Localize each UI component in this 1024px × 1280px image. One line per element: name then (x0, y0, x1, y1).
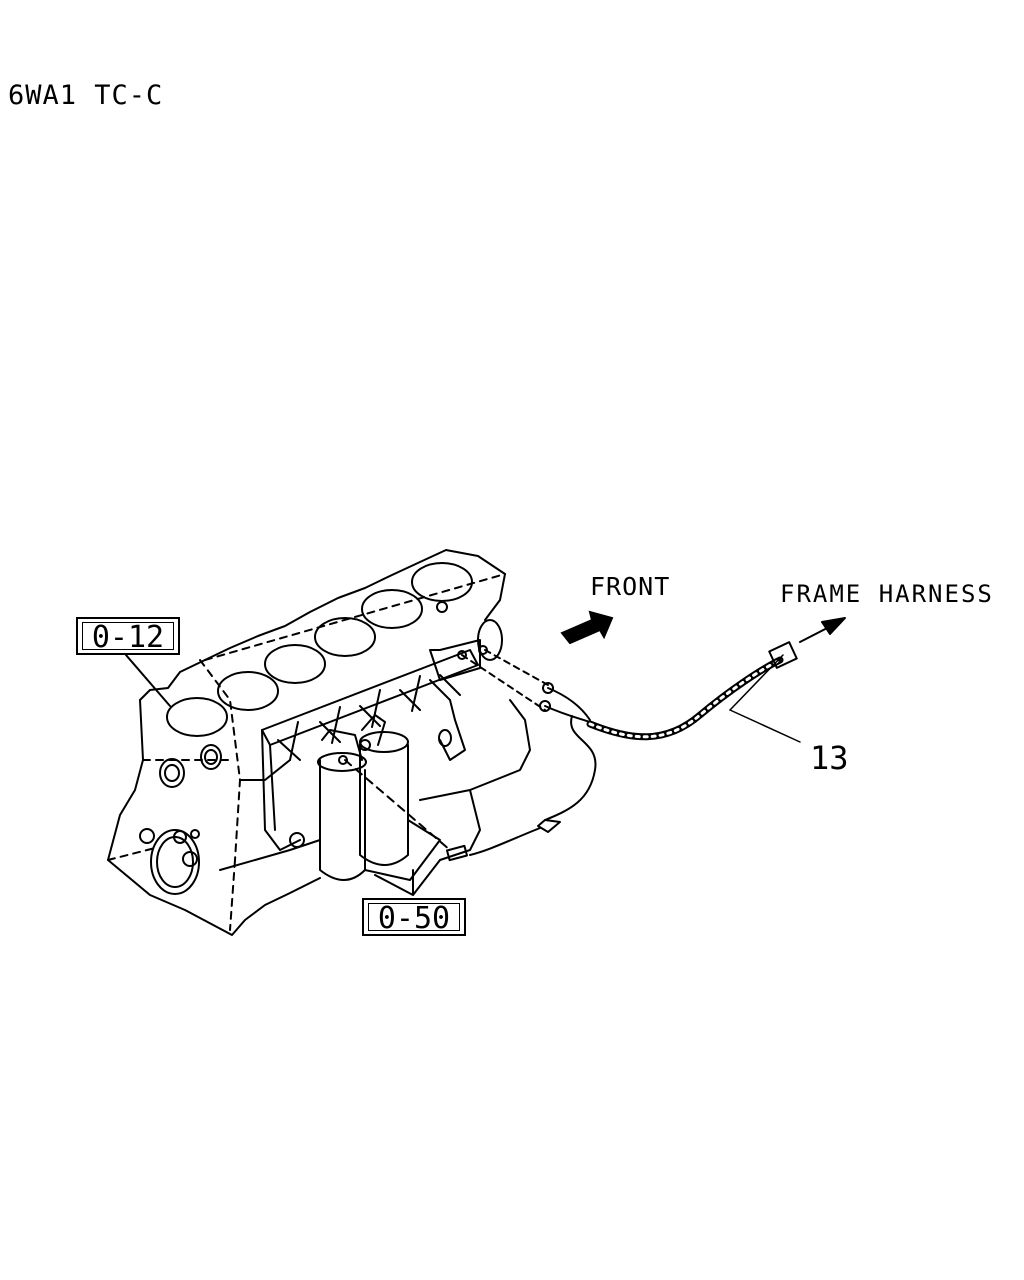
engine-block-reference-box[interactable]: 0-12 (76, 617, 180, 655)
engine-block-reference: 0-12 (82, 622, 174, 653)
frame-harness-label: FRAME HARNESS (780, 580, 994, 608)
wiring-harness (446, 641, 801, 862)
engine-block (107, 549, 531, 936)
front-label: FRONT (590, 572, 671, 601)
oil-filter-reference: 0-50 (368, 903, 460, 934)
oil-filter-reference-box[interactable]: 0-50 (362, 898, 466, 936)
part-number-13: 13 (810, 739, 849, 777)
model-code: 6WA1 TC-C (8, 80, 164, 111)
harness-direction-arrow (799, 617, 846, 643)
front-direction-arrow (560, 610, 614, 645)
